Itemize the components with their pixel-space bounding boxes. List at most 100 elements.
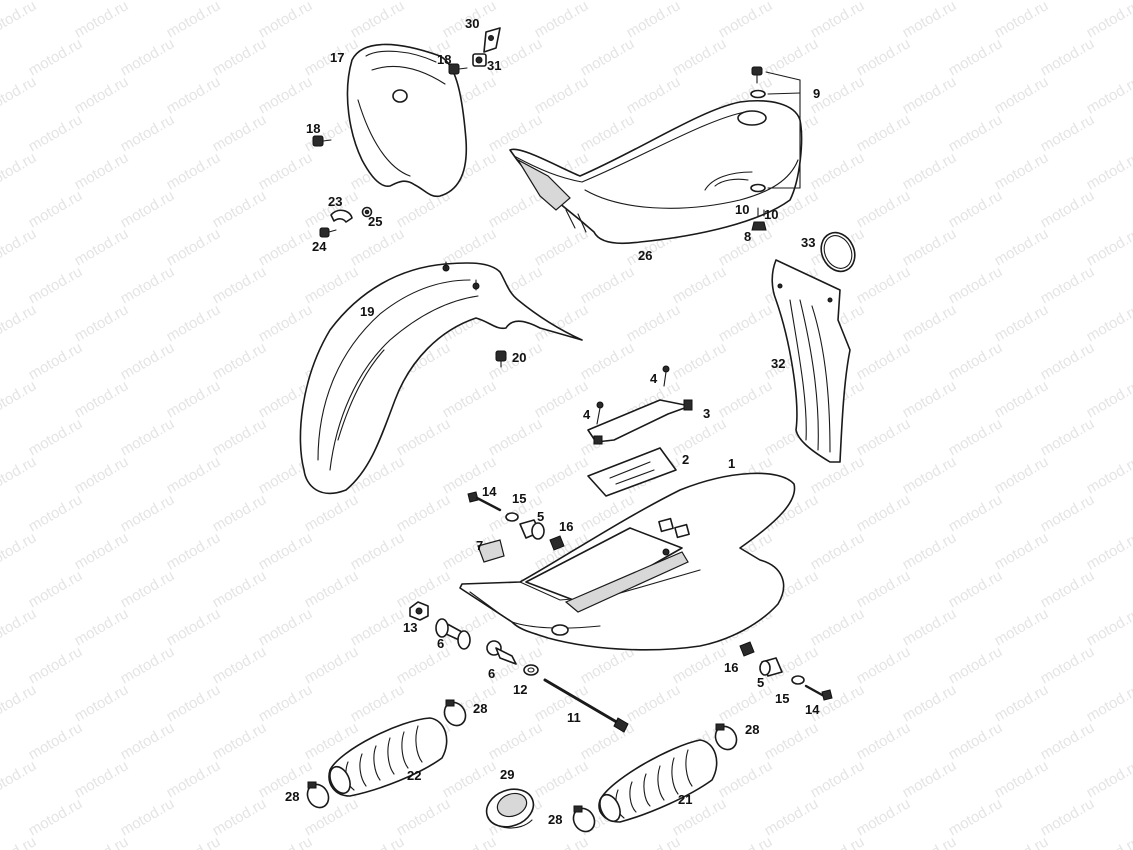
callout-24: 24 [312, 239, 327, 254]
watermark-text: motod.ru [26, 35, 86, 79]
watermark-text: motod.ru [900, 301, 960, 345]
fuel-tank [459, 472, 796, 651]
watermark-text: motod.ru [762, 0, 822, 3]
pad [477, 539, 505, 563]
watermark-text: motod.ru [1038, 111, 1098, 155]
screw-4-top [662, 365, 670, 387]
watermark-text: motod.ru [808, 149, 868, 193]
watermark-text: motod.ru [900, 453, 960, 497]
tool-box-cover [587, 399, 693, 445]
watermark-text: motod.ru [1084, 833, 1133, 850]
callout-4b: 4 [583, 407, 591, 422]
callout-22: 22 [407, 768, 421, 783]
watermark-text: motod.ru [670, 643, 730, 687]
watermark-text: motod.ru [992, 529, 1052, 573]
watermark-text: motod.ru [1084, 757, 1133, 801]
watermark-text: motod.ru [1130, 111, 1133, 155]
watermark-text: motod.ru [716, 301, 776, 345]
watermark-text: motod.ru [210, 415, 270, 459]
nut-25 [361, 206, 373, 218]
watermark-text: motod.ru [348, 225, 408, 269]
watermark-text: motod.ru [72, 757, 132, 801]
callout-32: 32 [771, 356, 785, 371]
watermark-text: motod.ru [946, 491, 1006, 535]
callout-28d: 28 [548, 812, 562, 827]
watermark-text: motod.ru [946, 415, 1006, 459]
watermark-text: motod.ru [394, 795, 454, 839]
watermark-text: motod.ru [1130, 491, 1133, 535]
watermark-text: motod.ru [72, 453, 132, 497]
watermark-text: motod.ru [0, 225, 39, 269]
strap [820, 231, 856, 273]
watermark-text: motod.ru [532, 757, 592, 801]
screw-24 [319, 227, 337, 238]
watermark-text: motod.ru [164, 377, 224, 421]
watermark-text: motod.ru [118, 263, 178, 307]
nut-16-left [549, 535, 565, 551]
watermark-text: motod.ru [0, 0, 39, 41]
watermark-text: motod.ru [486, 415, 546, 459]
watermark-text: motod.ru [26, 0, 86, 3]
callout-13: 13 [403, 620, 417, 635]
watermark-text: motod.ru [72, 605, 132, 649]
watermark-text: motod.ru [946, 263, 1006, 307]
watermark-text: motod.ru [118, 415, 178, 459]
callout-10b: 10 [764, 207, 778, 222]
watermark-text: motod.ru [1038, 339, 1098, 383]
watermark-text: motod.ru [210, 795, 270, 839]
watermark-text: motod.ru [118, 35, 178, 79]
watermark-text: motod.ru [72, 301, 132, 345]
watermark-text: motod.ru [164, 529, 224, 573]
watermark-text: motod.ru [0, 73, 39, 117]
watermark-text: motod.ru [992, 681, 1052, 725]
watermark-text: motod.ru [256, 149, 316, 193]
callout-21: 21 [678, 792, 692, 807]
watermark-text: motod.ru [72, 377, 132, 421]
mud-flap [771, 259, 851, 463]
watermark-text: motod.ru [1130, 339, 1133, 383]
watermark-text: motod.ru [946, 35, 1006, 79]
callout-30: 30 [465, 16, 479, 31]
watermark-text: motod.ru [946, 339, 1006, 383]
watermark-text: motod.ru [1084, 453, 1133, 497]
watermark-text: motod.ru [578, 0, 638, 3]
watermark-text: motod.ru [854, 567, 914, 611]
watermark-text: motod.ru [900, 529, 960, 573]
screw-18-left [312, 135, 332, 147]
watermark-text: motod.ru [118, 187, 178, 231]
watermark-text: motod.ru [72, 833, 132, 850]
watermark-text: motod.ru [716, 377, 776, 421]
watermark-text: motod.ru [210, 0, 270, 3]
callout-14a: 14 [482, 484, 497, 499]
watermark-text: motod.ru [532, 453, 592, 497]
callout-23: 23 [328, 194, 342, 209]
watermark-text: motod.ru [0, 149, 39, 193]
callout-5b: 5 [757, 675, 764, 690]
number-plate-sticker [587, 447, 677, 497]
watermark-text: motod.ru [440, 833, 500, 850]
watermark-text: motod.ru [624, 73, 684, 117]
watermark-text: motod.ru [26, 719, 86, 763]
watermark-text: motod.ru [716, 833, 776, 850]
watermark-text: motod.ru [486, 187, 546, 231]
watermark-text: motod.ru [900, 73, 960, 117]
callout-29: 29 [500, 767, 514, 782]
watermark-text: motod.ru [1038, 491, 1098, 535]
watermark-text: motod.ru [164, 149, 224, 193]
watermark-text: motod.ru [26, 263, 86, 307]
callout-15a: 15 [512, 491, 526, 506]
callout-28c: 28 [745, 722, 759, 737]
watermark-text: motod.ru [716, 757, 776, 801]
watermark-text: motod.ru [624, 0, 684, 41]
watermark-text: motod.ru [946, 795, 1006, 839]
watermark-text: motod.ru [854, 35, 914, 79]
callout-8: 8 [744, 229, 751, 244]
washer-15-left [505, 512, 519, 522]
watermark-text: motod.ru [0, 605, 39, 649]
watermark-text: motod.ru [164, 73, 224, 117]
watermark-text: motod.ru [854, 719, 914, 763]
watermark-text: motod.ru [26, 491, 86, 535]
long-bolt [543, 678, 629, 733]
callout-6a: 6 [437, 636, 444, 651]
watermark-text: motod.ru [1038, 415, 1098, 459]
